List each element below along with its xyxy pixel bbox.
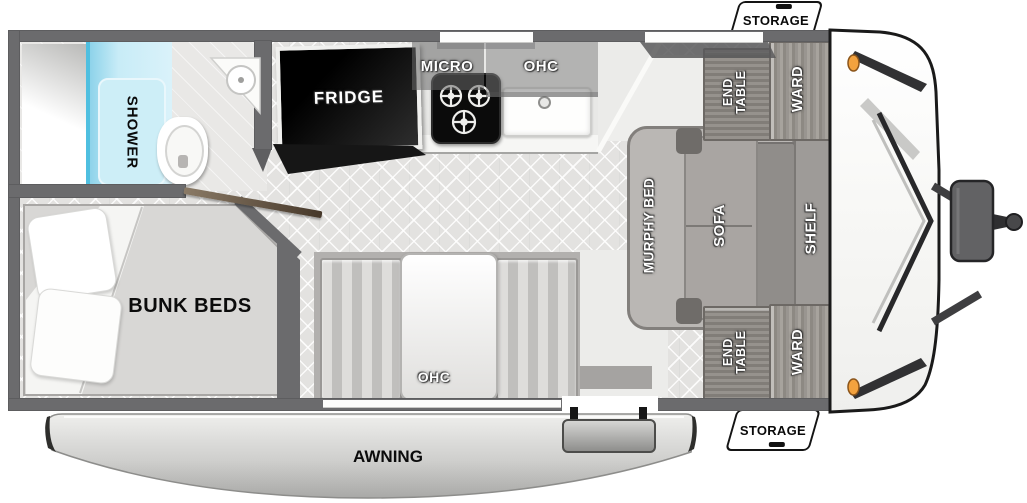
step-bracket bbox=[639, 407, 647, 422]
storage-top-label: STORAGE bbox=[742, 12, 810, 28]
microwave-overhead bbox=[412, 42, 484, 90]
shower-pan bbox=[86, 42, 172, 192]
sofa-seat bbox=[684, 136, 758, 320]
entry-step bbox=[562, 419, 656, 453]
end-table-bottom bbox=[703, 306, 771, 402]
top-wall bbox=[8, 30, 830, 42]
sofa-seat-seam bbox=[686, 225, 752, 227]
window-living bbox=[645, 32, 763, 43]
window-dinette bbox=[323, 400, 561, 408]
fridge-label: FRIDGE bbox=[313, 87, 385, 108]
awning bbox=[45, 413, 697, 499]
propane-tank-cover bbox=[949, 179, 995, 263]
hitch-ball-coupler bbox=[1005, 213, 1023, 231]
storage-latch-icon bbox=[768, 442, 785, 447]
fridge-wall bbox=[254, 40, 272, 150]
window-kitchen bbox=[440, 32, 533, 43]
pillow bbox=[25, 206, 119, 302]
front-cap-and-hitch bbox=[828, 28, 1023, 414]
step-bracket bbox=[570, 407, 578, 422]
entry-door-opening bbox=[562, 396, 658, 413]
toilet-bowl bbox=[165, 125, 204, 177]
wardrobe-top bbox=[769, 41, 832, 141]
hitch-tongue bbox=[930, 179, 1023, 326]
end-table-top bbox=[703, 48, 771, 141]
entry-mat bbox=[578, 366, 652, 389]
clearance-light-bottom bbox=[847, 378, 860, 396]
left-wall bbox=[8, 30, 20, 411]
pillow bbox=[28, 287, 124, 385]
faucet-icon bbox=[538, 96, 551, 109]
sofa-armrest bbox=[676, 298, 702, 324]
toilet-drain bbox=[178, 155, 188, 168]
storage-latch-icon bbox=[775, 4, 792, 9]
bathroom-vanity bbox=[22, 44, 91, 186]
storage-compartment-bottom: STORAGE bbox=[724, 409, 822, 451]
sofa-back bbox=[752, 142, 796, 314]
fridge: FRIDGE bbox=[275, 43, 423, 153]
clearance-light-top bbox=[847, 54, 860, 72]
dinette-bench-right bbox=[496, 258, 578, 400]
shelf bbox=[794, 138, 832, 324]
bathroom-wall bbox=[8, 184, 186, 198]
storage-bottom-label: STORAGE bbox=[739, 422, 807, 438]
dinette-bench-left bbox=[320, 258, 402, 400]
dinette-table bbox=[400, 253, 498, 401]
sofa-armrest bbox=[676, 128, 702, 154]
kitchen-overhead-cabinet bbox=[486, 42, 598, 97]
